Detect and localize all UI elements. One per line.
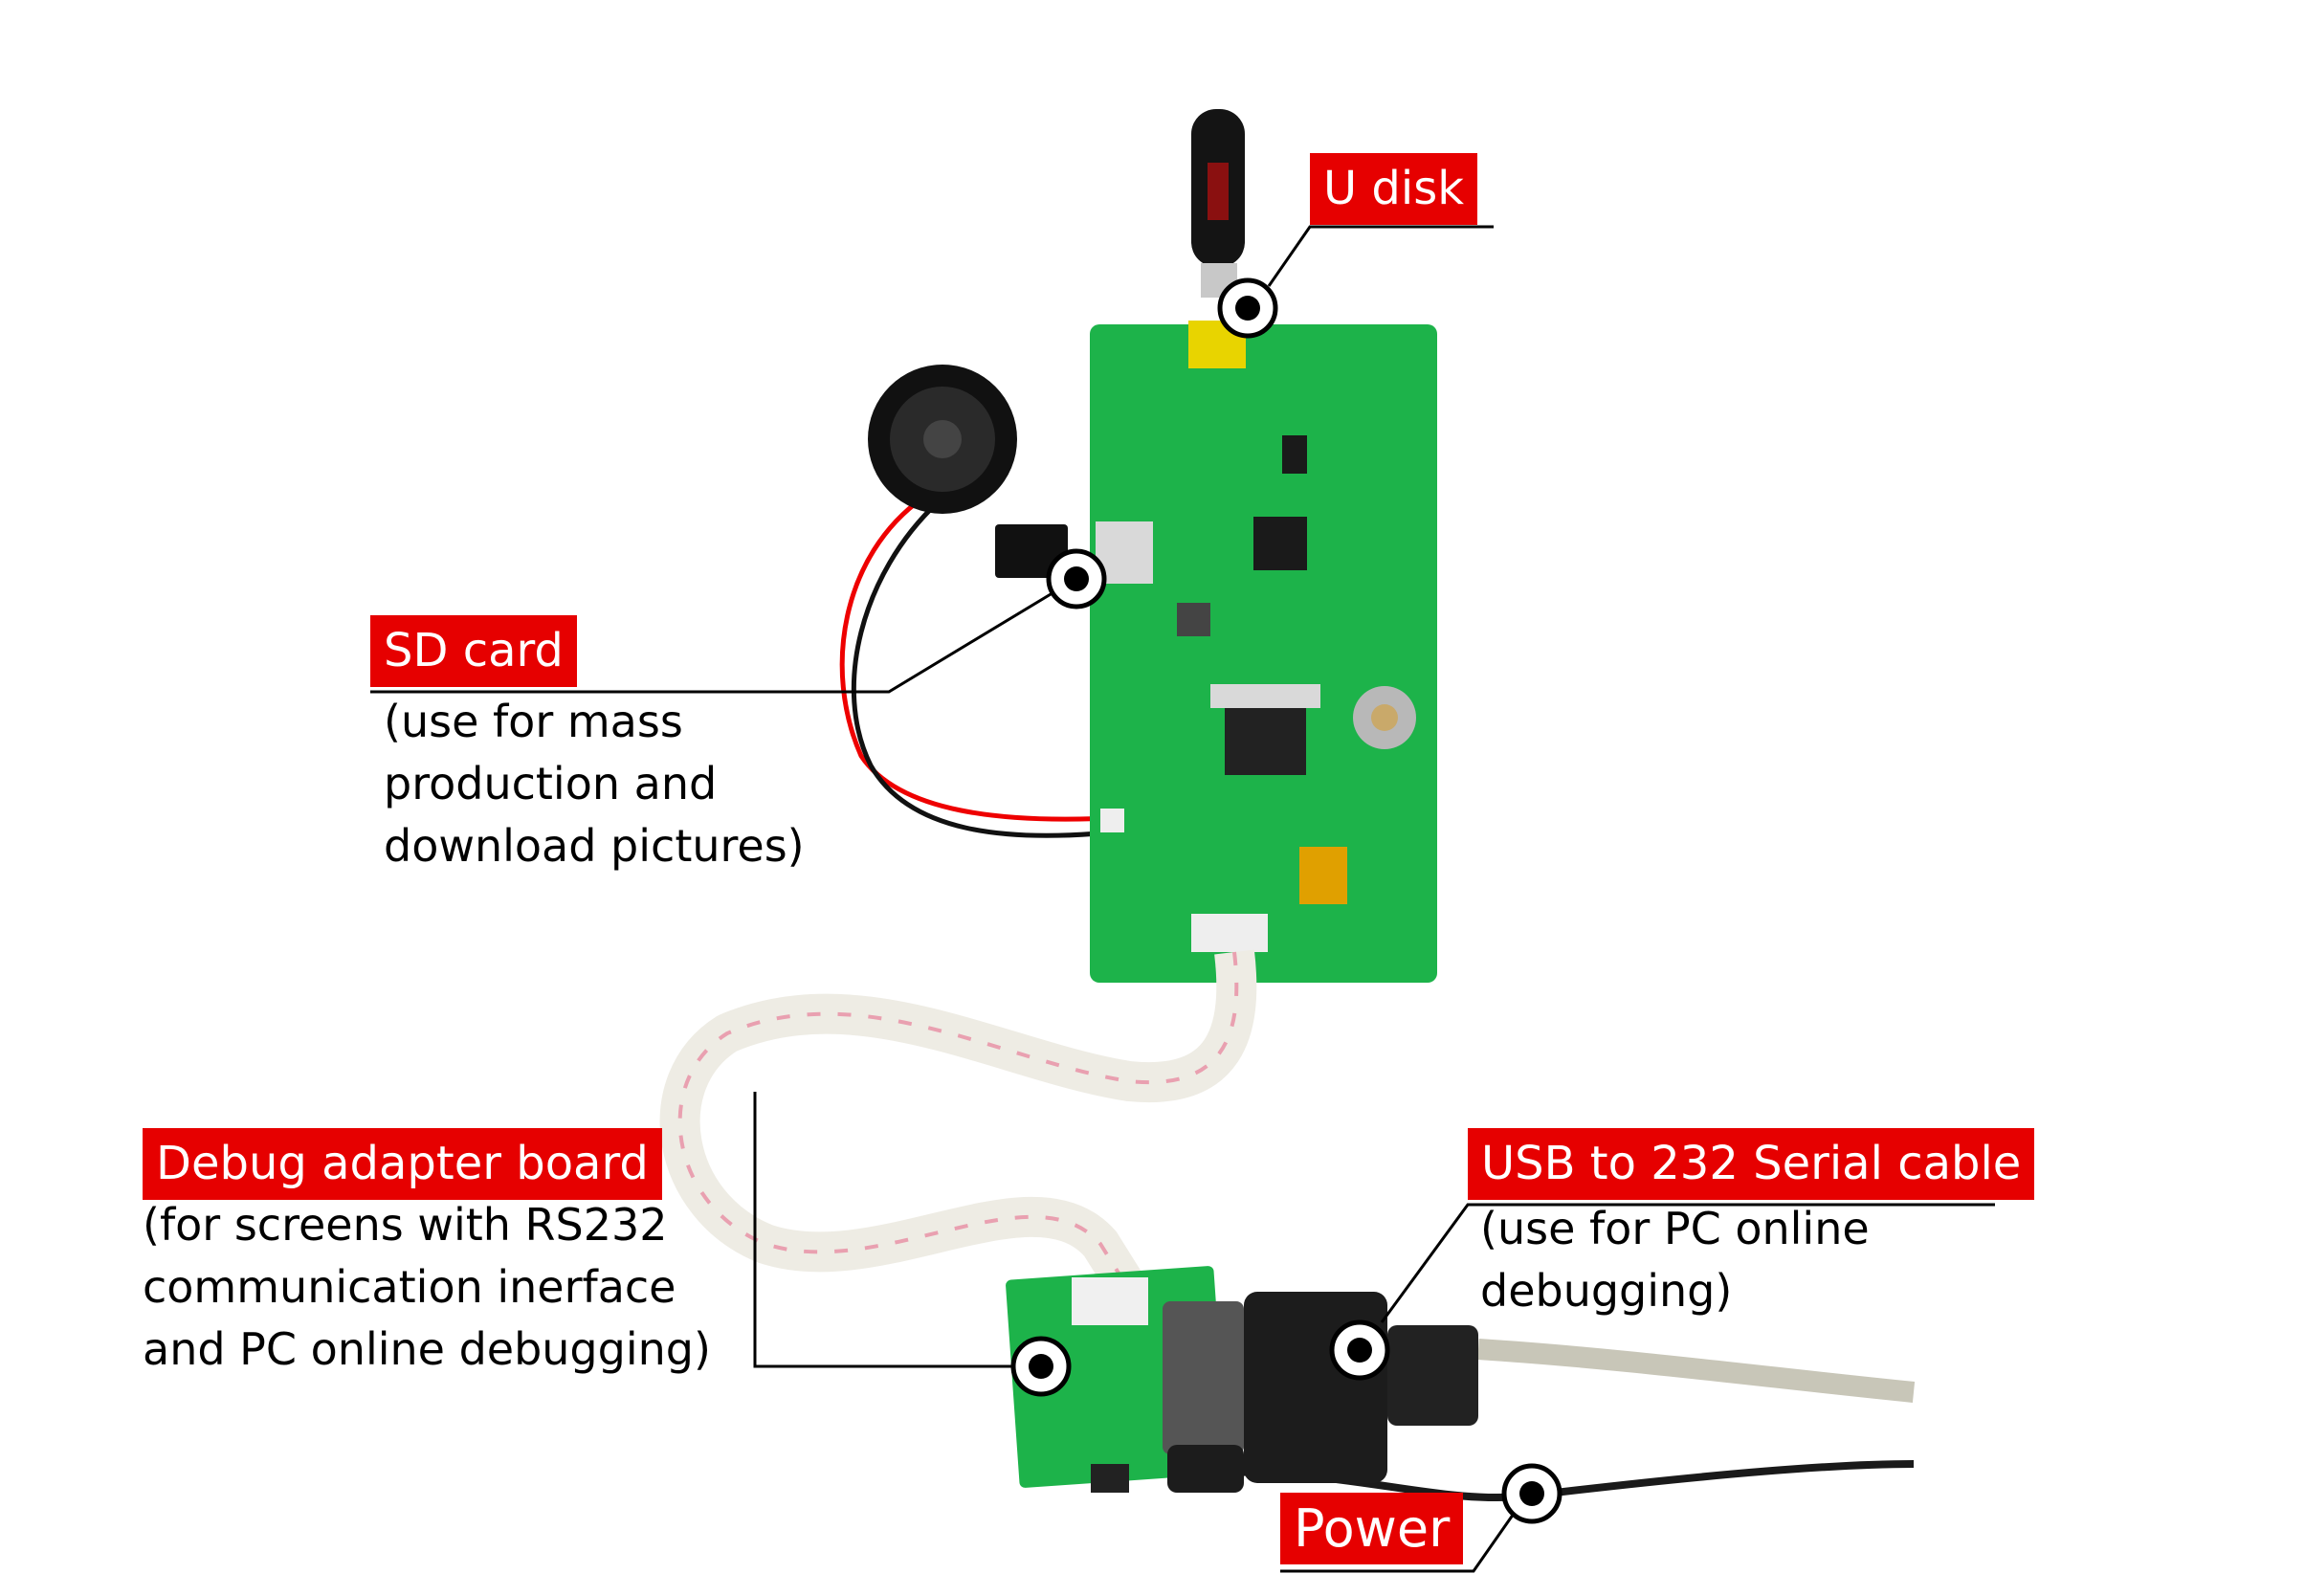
u-disk-label: U disk bbox=[1310, 153, 1477, 225]
desc-line: production and bbox=[384, 758, 718, 809]
desc-line: (for screens with RS232 bbox=[143, 1199, 668, 1251]
usb-serial-label: USB to 232 Serial cable bbox=[1468, 1128, 2035, 1200]
marker-power bbox=[1501, 1463, 1563, 1524]
desc-line: communication inerface bbox=[143, 1261, 676, 1313]
sd-card bbox=[995, 524, 1068, 578]
marker-u-disk bbox=[1217, 277, 1278, 339]
debug-board-label: Debug adapter board bbox=[143, 1128, 662, 1200]
usb-serial-cable-wire bbox=[1477, 1339, 1916, 1403]
debug-board-description: (for screens with RS232 communication in… bbox=[143, 1194, 711, 1381]
desc-line: download pictures) bbox=[384, 820, 805, 872]
desc-line: (use for PC online bbox=[1480, 1203, 1870, 1254]
marker-sd-card bbox=[1046, 548, 1107, 610]
main-pcb bbox=[1090, 321, 1437, 983]
speaker-red-wire bbox=[839, 495, 1111, 822]
marker-debug-board bbox=[1010, 1336, 1072, 1397]
speaker-black-wire bbox=[851, 500, 1111, 838]
ribbon-cable bbox=[659, 949, 1257, 1294]
callout-markers bbox=[1010, 277, 1563, 1524]
db9-connector bbox=[1163, 1292, 1478, 1493]
sd-card-description: (use for mass production and download pi… bbox=[384, 691, 805, 877]
desc-line: debugging) bbox=[1480, 1265, 1733, 1317]
leader-lines bbox=[370, 225, 1995, 1573]
desc-line: and PC online debugging) bbox=[143, 1323, 711, 1375]
marker-usb-serial bbox=[1329, 1319, 1390, 1381]
power-label: Power bbox=[1280, 1493, 1464, 1564]
usb-stick bbox=[1191, 109, 1245, 298]
speaker bbox=[868, 365, 1017, 514]
desc-line: (use for mass bbox=[384, 696, 683, 747]
usb-serial-description: (use for PC online debugging) bbox=[1480, 1198, 1870, 1322]
sd-card-label: SD card bbox=[370, 615, 577, 687]
